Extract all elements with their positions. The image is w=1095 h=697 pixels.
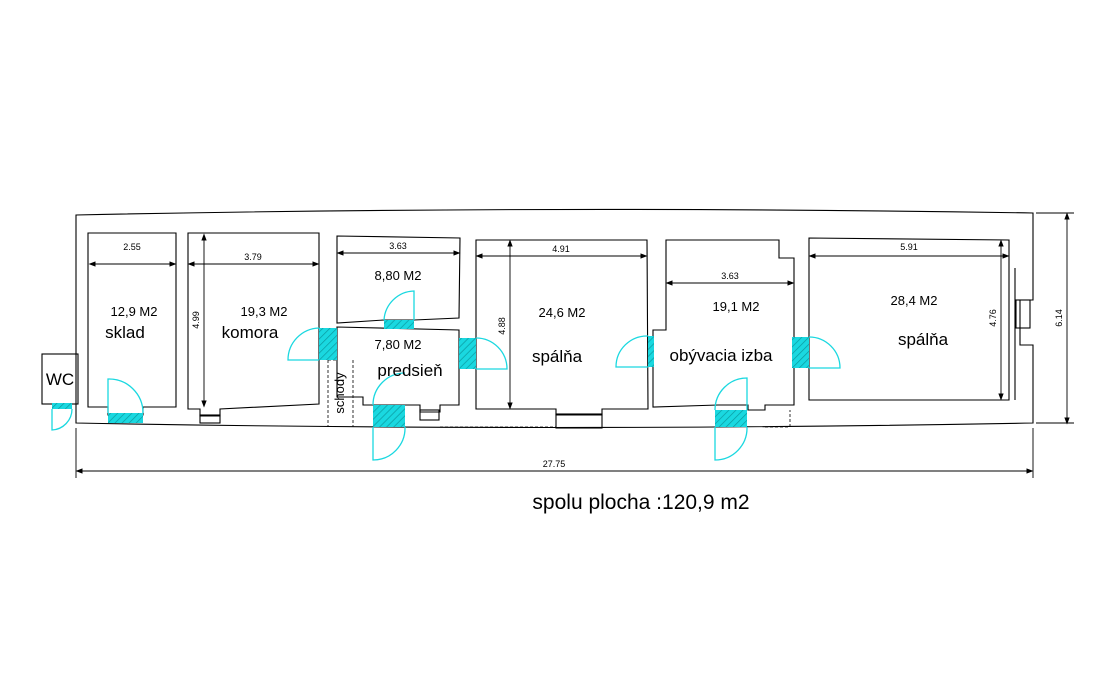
door-predsien-bottom [372,372,406,461]
wall-niche [419,409,440,421]
dimension-lines [75,212,1074,478]
dim-komora-width: 3.79 [244,252,262,262]
door-sklad [107,378,144,423]
dashed-line [405,404,791,428]
total-area: spolu plocha :120,9 m2 [532,491,749,514]
dim-spalna2-width: 5.91 [900,242,918,252]
dim-obyvacia-width: 3.63 [721,271,739,281]
door-obyvacia-left [615,335,654,368]
area-room3: 8,80 M2 [375,268,422,283]
label-obyvacia: obývacia izba [669,346,773,365]
area-spalna-2: 28,4 M2 [891,293,938,308]
door-spalna-2 [792,336,841,369]
dim-room3-width: 3.63 [389,241,407,251]
label-stairs: schody [332,372,347,414]
room-predsien [336,326,460,413]
dim-komora-height: 4.99 [191,311,201,329]
door-room3 [383,290,415,329]
wall-niche [555,413,603,429]
label-predsien: predsieň [377,361,442,380]
area-obyvacia: 19,1 M2 [713,299,760,314]
dim-total-length: 27.75 [543,459,566,469]
door-obyvacia-bottom [714,377,748,461]
wall-niche [1015,299,1031,329]
dim-spalna1-width: 4.91 [552,244,570,254]
label-spalna-1: spálňa [532,347,583,366]
area-komora: 19,3 M2 [241,304,288,319]
dim-spalna2-height: 4.76 [988,309,998,327]
dim-spalna1-height: 4.88 [497,317,507,335]
door-spalna-1 [459,337,508,370]
label-sklad: sklad [105,323,145,342]
dim-sklad-width: 2.55 [123,242,141,252]
area-spalna-1: 24,6 M2 [539,305,586,320]
room-spalna-2 [808,237,1010,401]
area-predsien: 7,80 M2 [375,337,422,352]
door-komora [287,327,337,361]
door-wc [51,403,73,431]
label-wc: WC [46,370,74,389]
wall-niche [199,414,221,424]
label-komora: komora [222,323,279,342]
room-obyvacia [652,239,795,411]
dim-total-depth: 6.14 [1054,309,1064,327]
area-sklad: 12,9 M2 [111,304,158,319]
label-spalna-2: spálňa [898,330,949,349]
